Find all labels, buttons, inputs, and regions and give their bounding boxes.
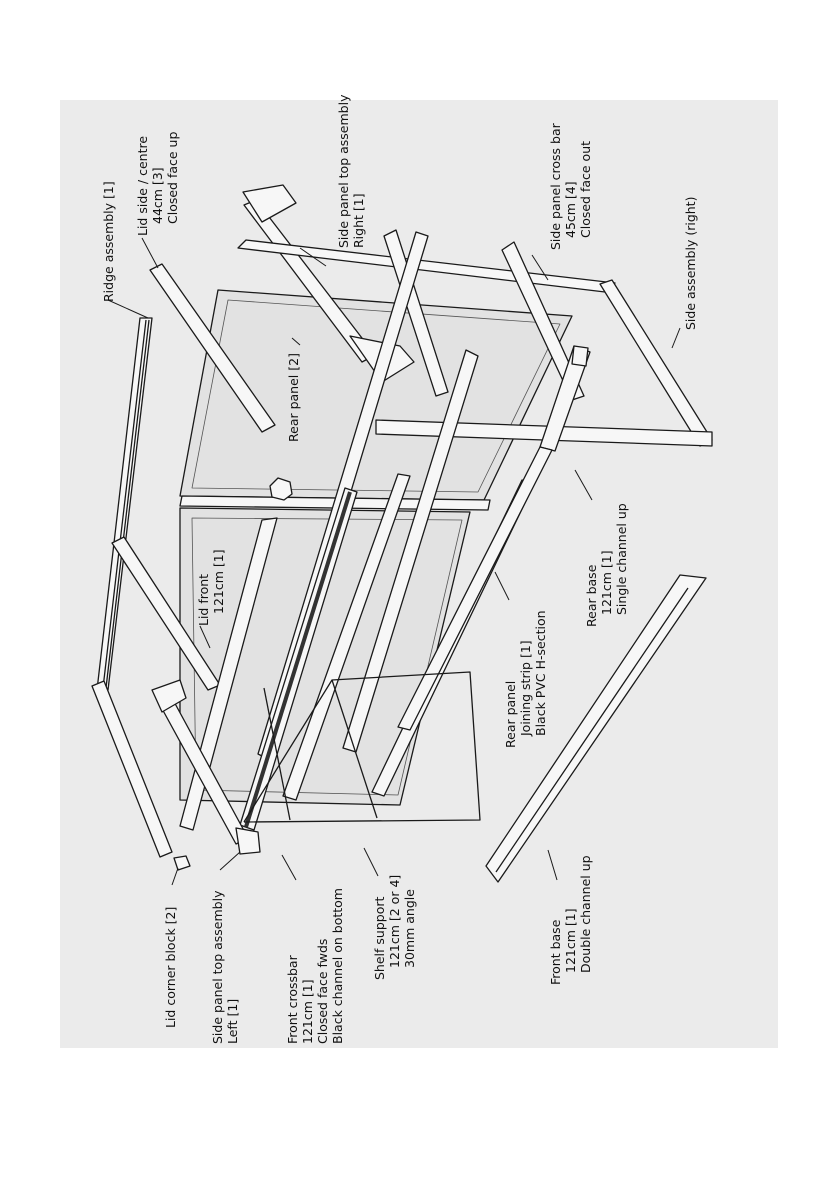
lid-side-bar xyxy=(149,263,276,433)
lid-side-bar-left xyxy=(91,680,173,858)
rear-panel-window-upper xyxy=(191,299,561,493)
side-right-cross-bar-2 xyxy=(501,241,585,401)
side-panel-top-left-leader xyxy=(219,851,241,871)
front-base-line-3: Double channel up xyxy=(578,855,593,973)
side-panel-top-left-plate xyxy=(151,679,187,713)
rear-panel-hex-fitting xyxy=(269,477,293,501)
lid-side-leader xyxy=(141,237,159,269)
side-right-cross-bar-1 xyxy=(383,229,449,397)
side-panel-top-right-plate xyxy=(242,184,297,223)
joining-strip-leader xyxy=(494,571,510,601)
rear-panel-leader xyxy=(291,337,301,346)
label-ridge-assembly: Ridge assembly [1] xyxy=(101,181,116,302)
front-frame xyxy=(243,671,481,823)
side-panel-top-right-line-2: Right [1] xyxy=(351,193,366,248)
side-assembly-right-leader xyxy=(671,327,681,349)
label-lid-corner-block: Lid corner block [2] xyxy=(163,907,178,1028)
shelf-support-1 xyxy=(282,473,411,801)
joining-strip-line-2: Joining strip [1] xyxy=(518,640,533,736)
label-side-panel-top-left: Side panel top assembly Left [1] xyxy=(210,891,240,1044)
lid-side-centre-line-1: Lid side / centre xyxy=(135,135,150,236)
front-base-leader xyxy=(547,849,558,881)
lid-side-centre-line-2: 44cm [3] xyxy=(150,167,165,224)
label-rear-panel: Rear panel [2] xyxy=(286,353,301,442)
front-base-edge xyxy=(495,587,689,873)
shelf-support-leader xyxy=(363,847,379,877)
lid-side-centre-line-3: Closed face up xyxy=(165,131,180,224)
lid-front-line-2: 121cm [1] xyxy=(211,549,226,614)
side-panel-cross-bar-leader xyxy=(531,254,549,281)
front-base-line-2: 121cm [1] xyxy=(563,908,578,973)
label-rear-panel-joining-strip: Rear panel Joining strip [1] Black PVC H… xyxy=(503,610,548,748)
label-lid-side-centre: Lid side / centre 44cm [3] Closed face u… xyxy=(135,132,180,236)
leader-lines xyxy=(107,237,681,886)
lid-front-leader xyxy=(199,625,211,649)
side-bar-lower xyxy=(397,446,553,731)
side-panel-top-left-line-1: Side panel top assembly xyxy=(210,890,225,1044)
side-panel-top-right-line-1: Side panel top assembly xyxy=(336,94,351,248)
joining-strip-line-3: Black PVC H-section xyxy=(533,610,548,736)
ridge-assembly-leader xyxy=(107,299,149,319)
label-front-crossbar: Front crossbar 121cm [1] Closed face fwd… xyxy=(285,888,345,1044)
side-panel-top-right-leader xyxy=(299,247,327,267)
shelf-support-line-1: Shelf support xyxy=(372,896,387,980)
front-frame-post xyxy=(263,687,291,821)
label-side-panel-cross-bar: Side panel cross bar 45cm [4] Closed fac… xyxy=(548,123,593,250)
label-rear-base: Rear base 121cm [1] Single channel up xyxy=(584,503,629,627)
front-crossbar-line-2: 121cm [1] xyxy=(300,979,315,1044)
label-side-assembly-right: Side assembly (right) xyxy=(683,197,698,330)
ridge-assembly-line-1: Ridge assembly [1] xyxy=(101,181,116,302)
rear-base-line-2: 121cm [1] xyxy=(599,550,614,615)
joining-strip-line-1: Rear panel xyxy=(503,680,518,748)
rear-base-leader xyxy=(574,469,593,501)
shelf-support-line-2: 121cm [2 or 4] xyxy=(387,874,402,968)
lid-front-bar xyxy=(179,517,278,831)
label-shelf-support: Shelf support 121cm [2 or 4] 30mm angle xyxy=(372,875,417,980)
front-crossbar-line-3: Closed face fwds xyxy=(315,938,330,1044)
label-lid-front: Lid front 121cm [1] xyxy=(196,549,226,626)
assembly-parts xyxy=(91,184,713,883)
front-frame-mid xyxy=(331,679,378,819)
front-base-line-1: Front base xyxy=(548,919,563,985)
front-crossbar-line-4: Black channel on bottom xyxy=(330,888,345,1044)
side-panel-top-left-line-2: Left [1] xyxy=(225,998,240,1044)
side-right-small-block xyxy=(571,345,589,367)
rear-panel-line-1: Rear panel [2] xyxy=(286,353,301,442)
rear-base-line-3: Single channel up xyxy=(614,503,629,615)
side-panel-cross-bar-line-2: 45cm [4] xyxy=(563,181,578,238)
shelf-support-line-3: 30mm angle xyxy=(402,889,417,968)
rear-panel-window-lower xyxy=(191,517,463,796)
front-crossbar-leader xyxy=(281,854,297,881)
lid-corner-block-part xyxy=(173,855,191,871)
rear-base-line-1: Rear base xyxy=(584,564,599,627)
front-crossbar-line-1: Front crossbar xyxy=(285,955,300,1044)
lid-corner-block-leader xyxy=(171,867,179,886)
side-panel-cross-bar-line-3: Closed face out xyxy=(578,140,593,238)
side-assembly-right-line-1: Side assembly (right) xyxy=(683,196,698,330)
ridge-assembly-channel xyxy=(102,319,147,689)
side-panel-top-left-corner xyxy=(235,827,261,855)
side-right-front-post xyxy=(375,419,713,447)
lid-front-line-1: Lid front xyxy=(196,573,211,626)
front-crossbar-black-channel xyxy=(244,491,352,828)
ridge-assembly-edge xyxy=(105,319,150,689)
lid-corner-block-line-1: Lid corner block [2] xyxy=(163,906,178,1028)
label-side-panel-top-right: Side panel top assembly Right [1] xyxy=(336,95,366,248)
side-panel-cross-bar-line-1: Side panel cross bar xyxy=(548,123,563,250)
label-front-base: Front base 121cm [1] Double channel up xyxy=(548,855,593,985)
